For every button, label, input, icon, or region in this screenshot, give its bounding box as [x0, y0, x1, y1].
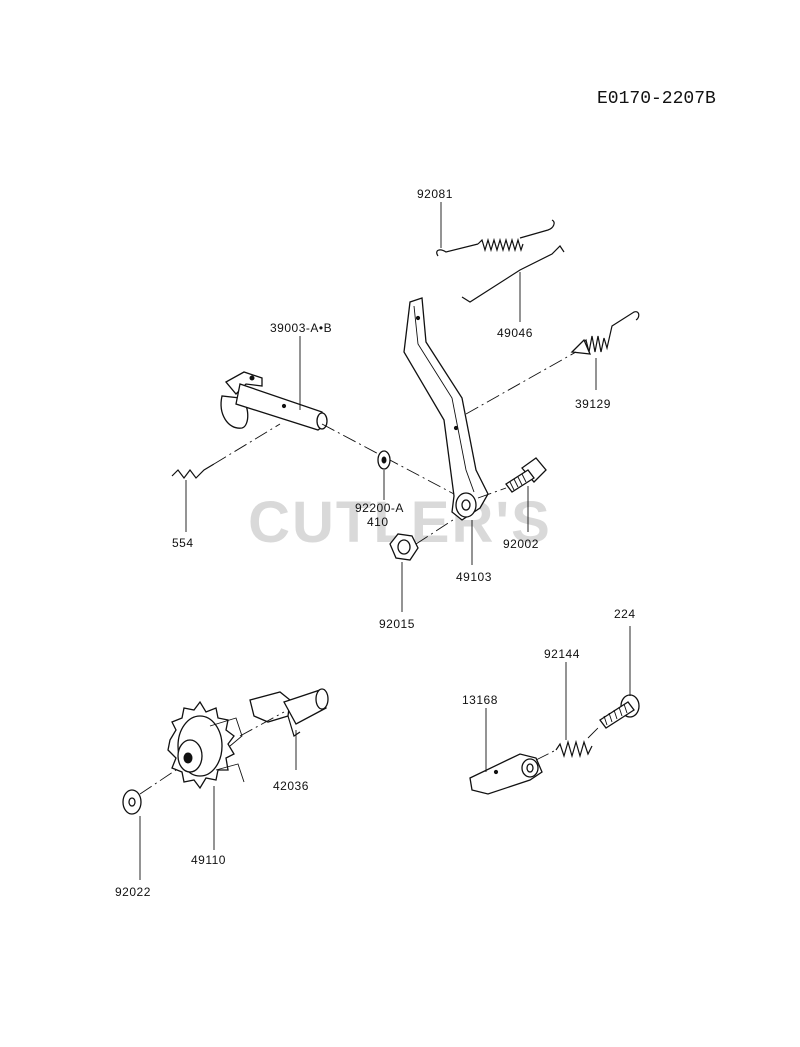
label-49046: 49046 [497, 326, 533, 340]
part-92002-bolt[interactable] [505, 457, 547, 493]
label-49110: 49110 [191, 853, 226, 867]
part-42036-shaft[interactable] [249, 688, 329, 737]
label-224: 224 [614, 607, 636, 621]
label-39129: 39129 [575, 397, 611, 411]
axis-line-92002 [477, 487, 507, 499]
label-554: 554 [172, 536, 194, 550]
label-92002: 92002 [503, 537, 539, 551]
label-13168: 13168 [462, 693, 498, 707]
label-92200a: 92200-A [355, 501, 404, 515]
part-49046-rod[interactable] [461, 245, 565, 303]
label-49103: 49103 [456, 570, 492, 584]
label-92144: 92144 [544, 647, 580, 661]
part-49110-gear[interactable] [167, 700, 245, 790]
axis-line-554 [213, 423, 281, 465]
part-92015-nut[interactable] [389, 533, 419, 561]
axis-line-13168 [535, 749, 557, 761]
label-410: 410 [367, 515, 389, 529]
label-92022: 92022 [115, 885, 151, 899]
axis-line-92015 [415, 517, 457, 545]
axis-line-49110 [139, 769, 177, 795]
part-92022-washer[interactable] [122, 789, 142, 815]
axis-line-39129 [465, 351, 577, 415]
part-13168-lever[interactable] [469, 753, 543, 795]
axis-line-42036 [239, 711, 285, 737]
diagram-code: E0170-2207B [597, 89, 716, 109]
part-49103-lever[interactable] [403, 297, 489, 521]
part-39129-spring[interactable] [570, 311, 640, 355]
part-554-pin[interactable] [171, 463, 215, 479]
label-42036: 42036 [273, 779, 309, 793]
part-92081-spring[interactable] [436, 219, 555, 257]
part-39003-shaft[interactable] [220, 371, 328, 431]
part-92144-spring[interactable] [555, 739, 593, 759]
label-92015: 92015 [379, 617, 415, 631]
part-92200a-washer[interactable] [377, 450, 391, 470]
axis-line-92144 [587, 725, 601, 739]
label-39003: 39003-A•B [270, 321, 332, 335]
part-224-screw[interactable] [599, 694, 640, 729]
label-92081: 92081 [417, 187, 453, 201]
